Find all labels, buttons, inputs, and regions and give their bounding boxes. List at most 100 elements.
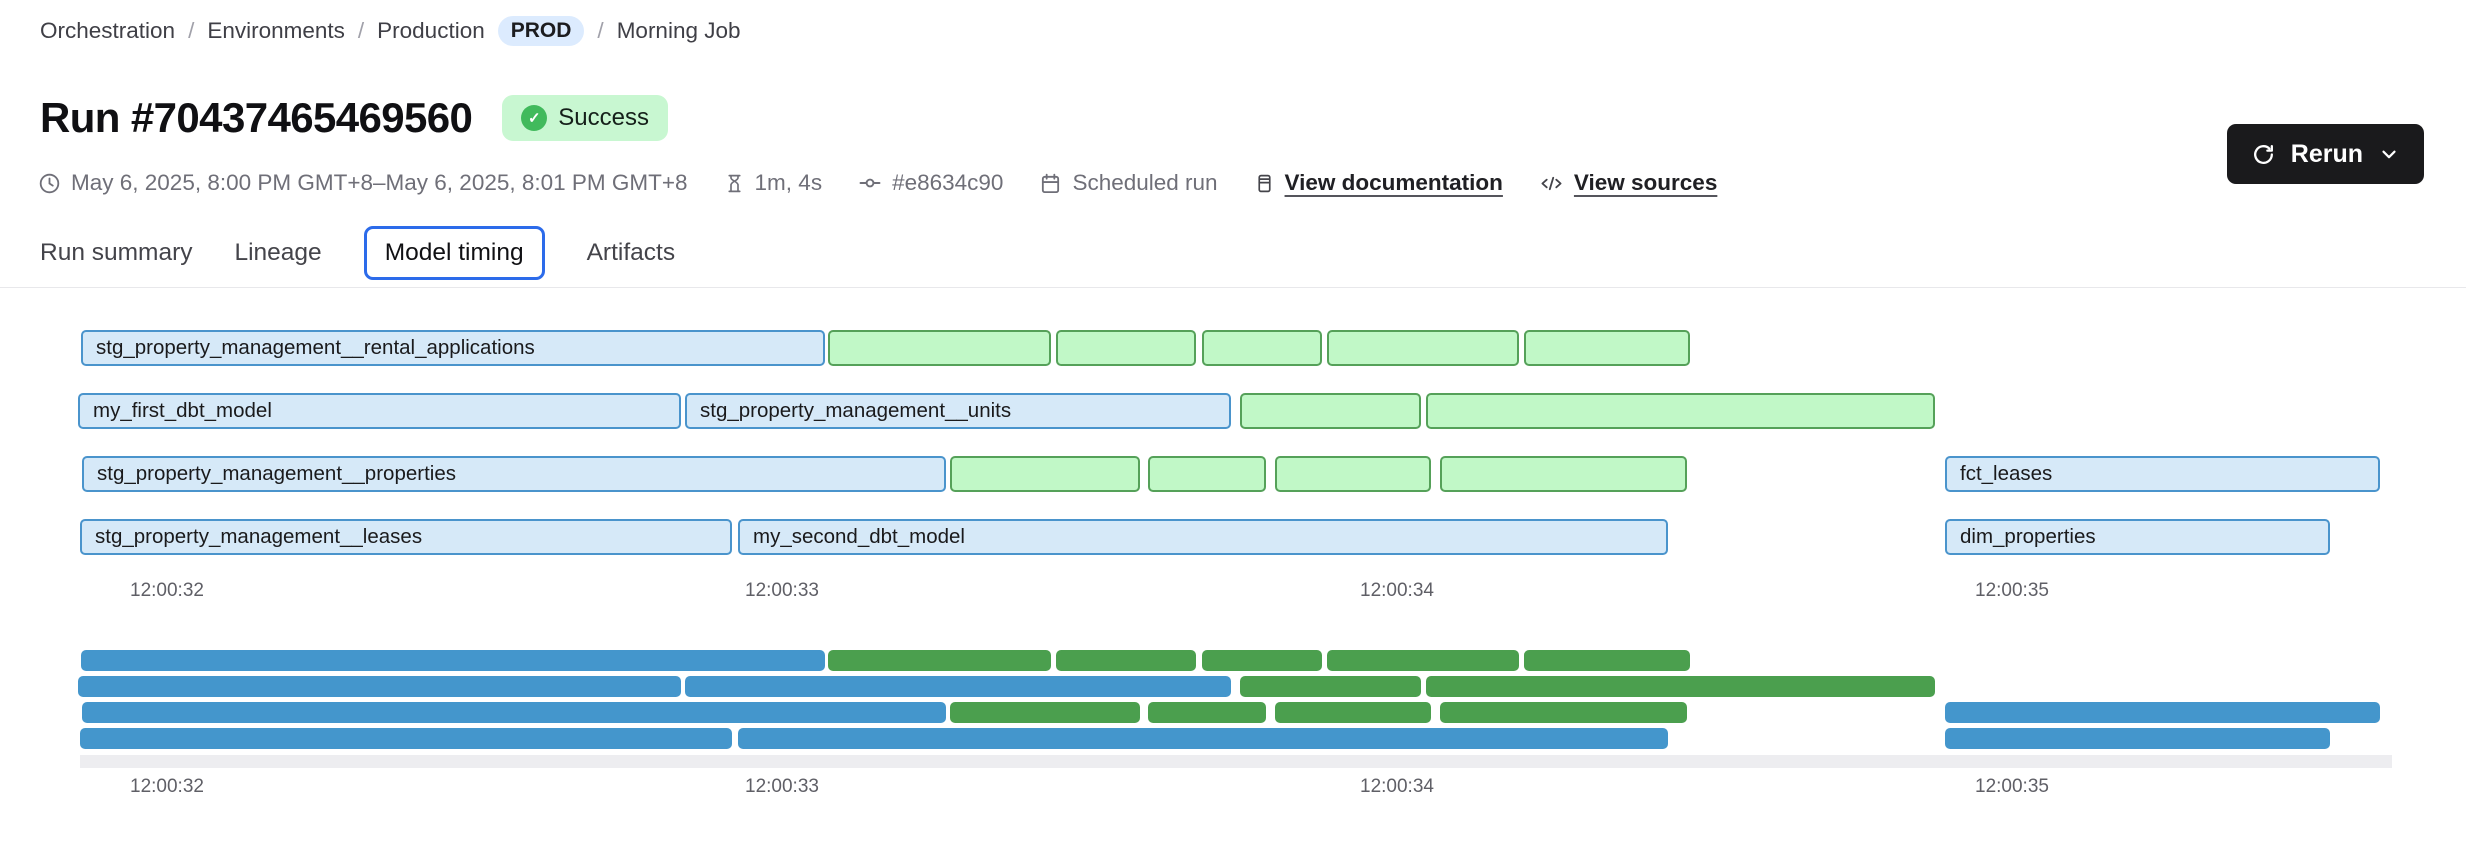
minimap-bar	[78, 676, 681, 697]
minimap-bar	[1056, 650, 1196, 671]
minimap-bar	[1440, 702, 1687, 723]
prod-badge: PROD	[497, 16, 585, 46]
gantt-bar[interactable]	[1240, 393, 1421, 429]
minimap-bar	[828, 650, 1051, 671]
run-meta-row: May 6, 2025, 8:00 PM GMT+8–May 6, 2025, …	[38, 170, 1717, 196]
gantt-bar-dim_properties[interactable]: dim_properties	[1945, 519, 2330, 555]
code-icon	[1539, 172, 1564, 195]
minimap-bar	[1426, 676, 1935, 697]
gantt-bar-stg_property_management__properties[interactable]: stg_property_management__properties	[82, 456, 946, 492]
meta-trigger-label: Scheduled run	[1072, 170, 1218, 195]
minimap-bar	[81, 650, 825, 671]
gantt-bar[interactable]	[1327, 330, 1519, 366]
model-name-label: stg_property_management__units	[700, 399, 1012, 422]
tab-bar: Run summary Lineage Model timing Artifac…	[40, 226, 675, 280]
gantt-bar-stg_property_management__rental_applications[interactable]: stg_property_management__rental_applicat…	[81, 330, 825, 366]
meta-view-sources[interactable]: View sources	[1539, 170, 1717, 196]
minimap-bar	[82, 702, 946, 723]
gantt-bar[interactable]	[1148, 456, 1266, 492]
meta-time-range-label: May 6, 2025, 8:00 PM GMT+8–May 6, 2025, …	[71, 170, 688, 195]
gantt-bar[interactable]	[1275, 456, 1431, 492]
gantt-row: stg_property_management__leases my_second…	[0, 519, 2466, 555]
rerun-button-label: Rerun	[2290, 139, 2363, 168]
time-tick-label: 12:00:32	[130, 776, 204, 797]
minimap-row	[0, 702, 2466, 723]
meta-view-documentation[interactable]: View documentation	[1254, 170, 1503, 196]
gantt-bar-my_first_dbt_model[interactable]: my_first_dbt_model	[78, 393, 681, 429]
hourglass-icon	[724, 172, 745, 195]
tab-bar-divider	[0, 287, 2466, 288]
document-icon	[1254, 172, 1275, 195]
gantt-row: stg_property_management__properties fct_l…	[0, 456, 2466, 492]
time-tick-label: 12:00:35	[1975, 580, 2049, 601]
gantt-bar-my_second_dbt_model[interactable]: my_second_dbt_model	[738, 519, 1668, 555]
breadcrumb-separator: /	[357, 18, 365, 43]
gantt-bar-stg_property_management__units[interactable]: stg_property_management__units	[685, 393, 1231, 429]
minimap-bar	[738, 728, 1668, 749]
gantt-bar[interactable]	[1056, 330, 1196, 366]
view-documentation-link[interactable]: View documentation	[1284, 170, 1503, 195]
meta-time-range: May 6, 2025, 8:00 PM GMT+8–May 6, 2025, …	[38, 170, 688, 196]
minimap-bar	[1240, 676, 1421, 697]
tab-model-timing[interactable]: Model timing	[363, 226, 545, 280]
commit-icon	[858, 171, 882, 195]
breadcrumb-orchestration[interactable]: Orchestration	[40, 18, 176, 43]
time-tick-label: 12:00:35	[1975, 776, 2049, 797]
breadcrumb-production[interactable]: Production	[377, 18, 485, 43]
gantt-bar[interactable]	[1524, 330, 1690, 366]
tab-artifacts[interactable]: Artifacts	[586, 239, 676, 266]
breadcrumb-separator: /	[597, 18, 604, 43]
page-title: Run #70437465469560	[40, 94, 473, 141]
meta-commit-label: #e8634c90	[892, 170, 1004, 195]
gantt-bar[interactable]	[950, 456, 1140, 492]
meta-commit[interactable]: #e8634c90	[858, 170, 1003, 196]
tab-run-summary[interactable]: Run summary	[40, 239, 193, 266]
minimap-bar	[1945, 702, 2380, 723]
rerun-button[interactable]: Rerun	[2226, 124, 2424, 184]
meta-duration-label: 1m, 4s	[754, 170, 823, 195]
clock-icon	[38, 172, 61, 195]
gantt-bar[interactable]	[1202, 330, 1322, 366]
chevron-down-icon[interactable]	[2378, 143, 2400, 165]
model-name-label: my_second_dbt_model	[753, 525, 965, 548]
model-name-label: stg_property_management__properties	[97, 462, 456, 485]
tab-lineage[interactable]: Lineage	[234, 239, 322, 266]
minimap-bar	[685, 676, 1231, 697]
minimap-bar	[1327, 650, 1519, 671]
gantt-row: stg_property_management__rental_applicat…	[0, 330, 2466, 366]
time-tick-label: 12:00:33	[745, 580, 819, 601]
breadcrumb-morning-job[interactable]: Morning Job	[616, 18, 741, 43]
gantt-bar[interactable]	[1440, 456, 1687, 492]
breadcrumb-separator: /	[188, 18, 195, 43]
minimap-bar	[1275, 702, 1431, 723]
time-tick-label: 12:00:34	[1360, 580, 1434, 601]
view-sources-link[interactable]: View sources	[1573, 170, 1718, 195]
refresh-icon	[2251, 142, 2276, 167]
breadcrumb-environments[interactable]: Environments	[207, 18, 345, 43]
gantt-bar-fct_leases[interactable]: fct_leases	[1945, 456, 2380, 492]
model-name-label: dim_properties	[1960, 525, 2096, 548]
minimap-bar	[1148, 702, 1266, 723]
gantt-time-axis: 12:00:32 12:00:33 12:00:34 12:00:35	[0, 580, 2466, 604]
check-circle-icon: ✓	[521, 105, 548, 131]
meta-trigger: Scheduled run	[1039, 170, 1218, 196]
gantt-bar[interactable]	[1426, 393, 1935, 429]
calendar-icon	[1039, 172, 1062, 195]
gantt-bar[interactable]	[828, 330, 1051, 366]
meta-duration: 1m, 4s	[724, 170, 823, 196]
gantt-bar-stg_property_management__leases[interactable]: stg_property_management__leases	[80, 519, 732, 555]
time-tick-label: 12:00:33	[745, 776, 819, 797]
model-name-label: fct_leases	[1960, 462, 2053, 485]
minimap-bar	[80, 728, 732, 749]
minimap-bar	[1945, 728, 2330, 749]
minimap-row	[0, 728, 2466, 749]
minimap-scrollbar-track[interactable]	[80, 755, 2392, 768]
minimap-bar	[1202, 650, 1322, 671]
time-tick-label: 12:00:32	[130, 580, 204, 601]
minimap-bar	[950, 702, 1140, 723]
minimap-row	[0, 650, 2466, 671]
model-name-label: stg_property_management__leases	[95, 525, 423, 548]
gantt-row: my_first_dbt_model stg_property_managemen…	[0, 393, 2466, 429]
